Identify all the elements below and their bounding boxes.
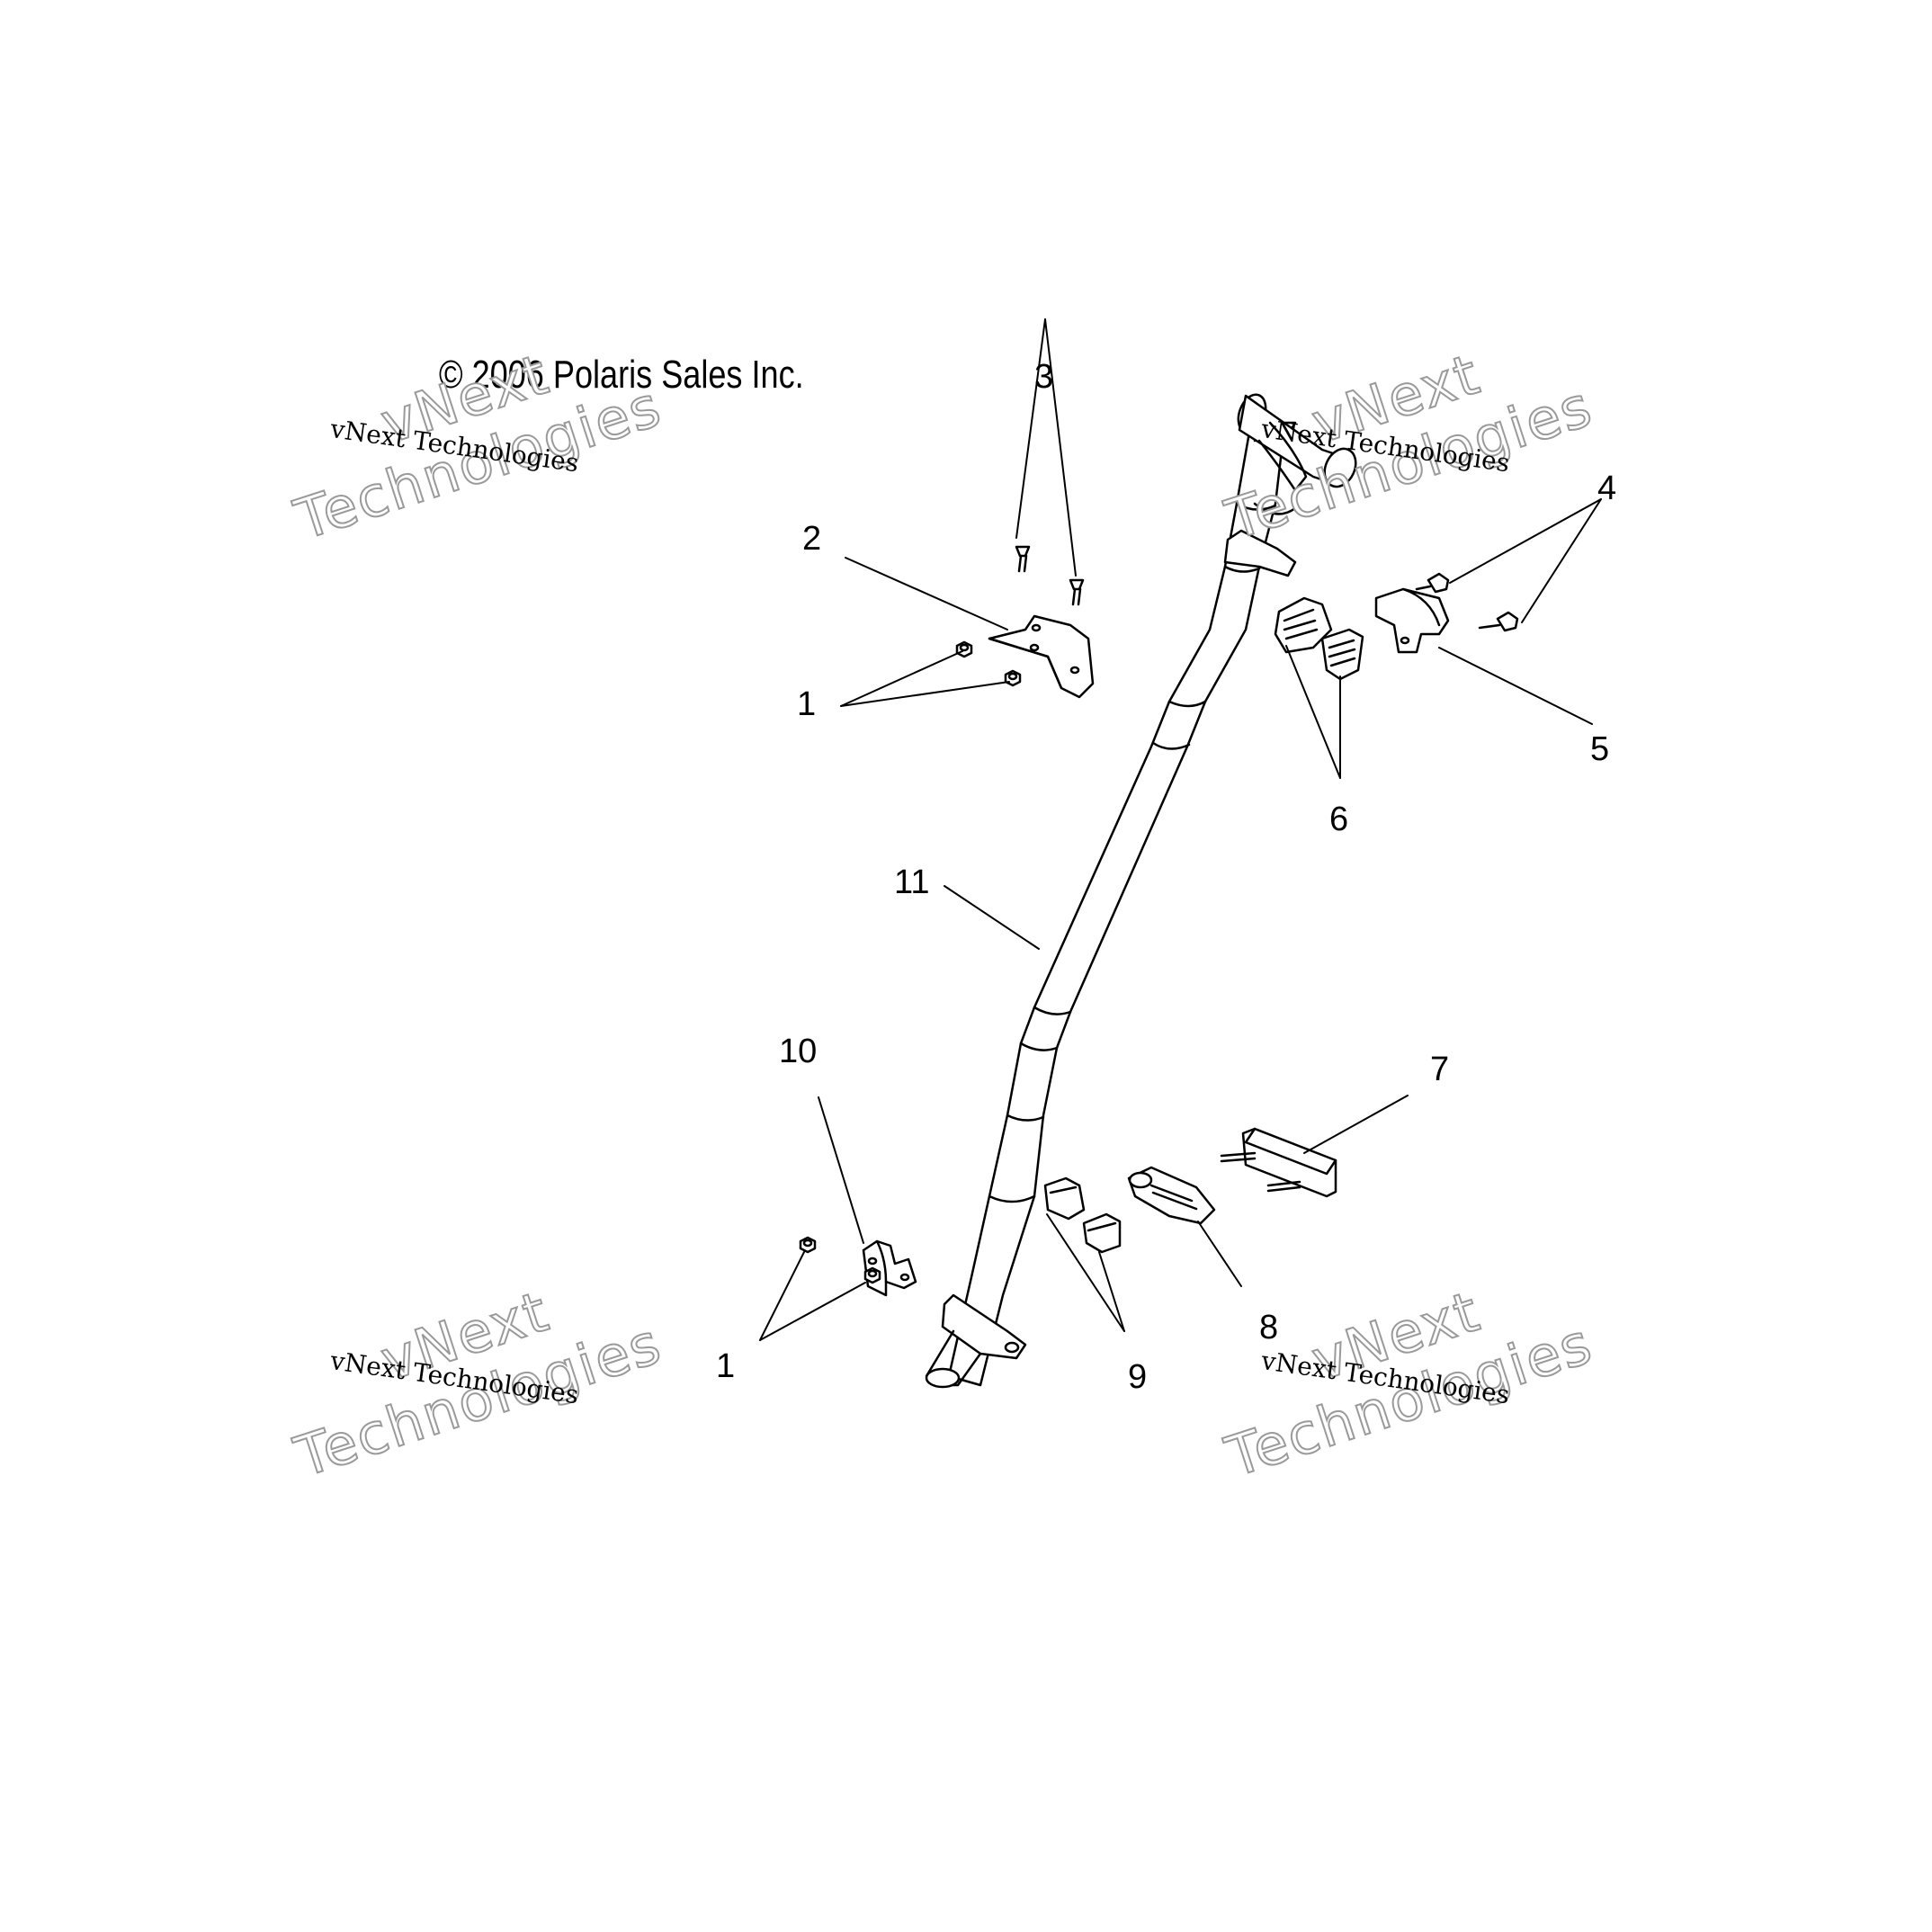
bracket-part-2 [988, 614, 1095, 699]
callout-3: 3 [1034, 358, 1054, 396]
clamps-part-6 [1274, 596, 1364, 681]
callout-6: 6 [1329, 801, 1349, 838]
callout-5: 5 [1590, 730, 1610, 768]
main-tube-part-11 [925, 393, 1357, 1389]
callout-8: 8 [1259, 1309, 1279, 1346]
clamp-bracket-part-5 [1374, 587, 1450, 654]
callout-11: 11 [894, 863, 930, 901]
block-part-8 [1127, 1166, 1216, 1225]
callout-10: 10 [779, 1033, 818, 1070]
clamps-part-9 [1043, 1176, 1122, 1254]
callout-1-top: 1 [797, 685, 817, 723]
callout-1-bottom: 1 [716, 1347, 736, 1385]
screws-part-3 [1015, 545, 1085, 606]
copyright-text: © 2006 Polaris Sales Inc. [439, 353, 804, 397]
nuts-part-1-bottom [799, 1236, 881, 1284]
pin-plate-part-7 [1220, 1127, 1337, 1198]
bolts-part-4 [1415, 572, 1519, 632]
callout-2: 2 [802, 520, 822, 558]
callout-7: 7 [1430, 1051, 1450, 1088]
leader-lines [759, 318, 1602, 1341]
callout-4: 4 [1597, 470, 1617, 507]
nuts-part-1-top [955, 640, 1022, 687]
callout-9: 9 [1128, 1358, 1148, 1396]
